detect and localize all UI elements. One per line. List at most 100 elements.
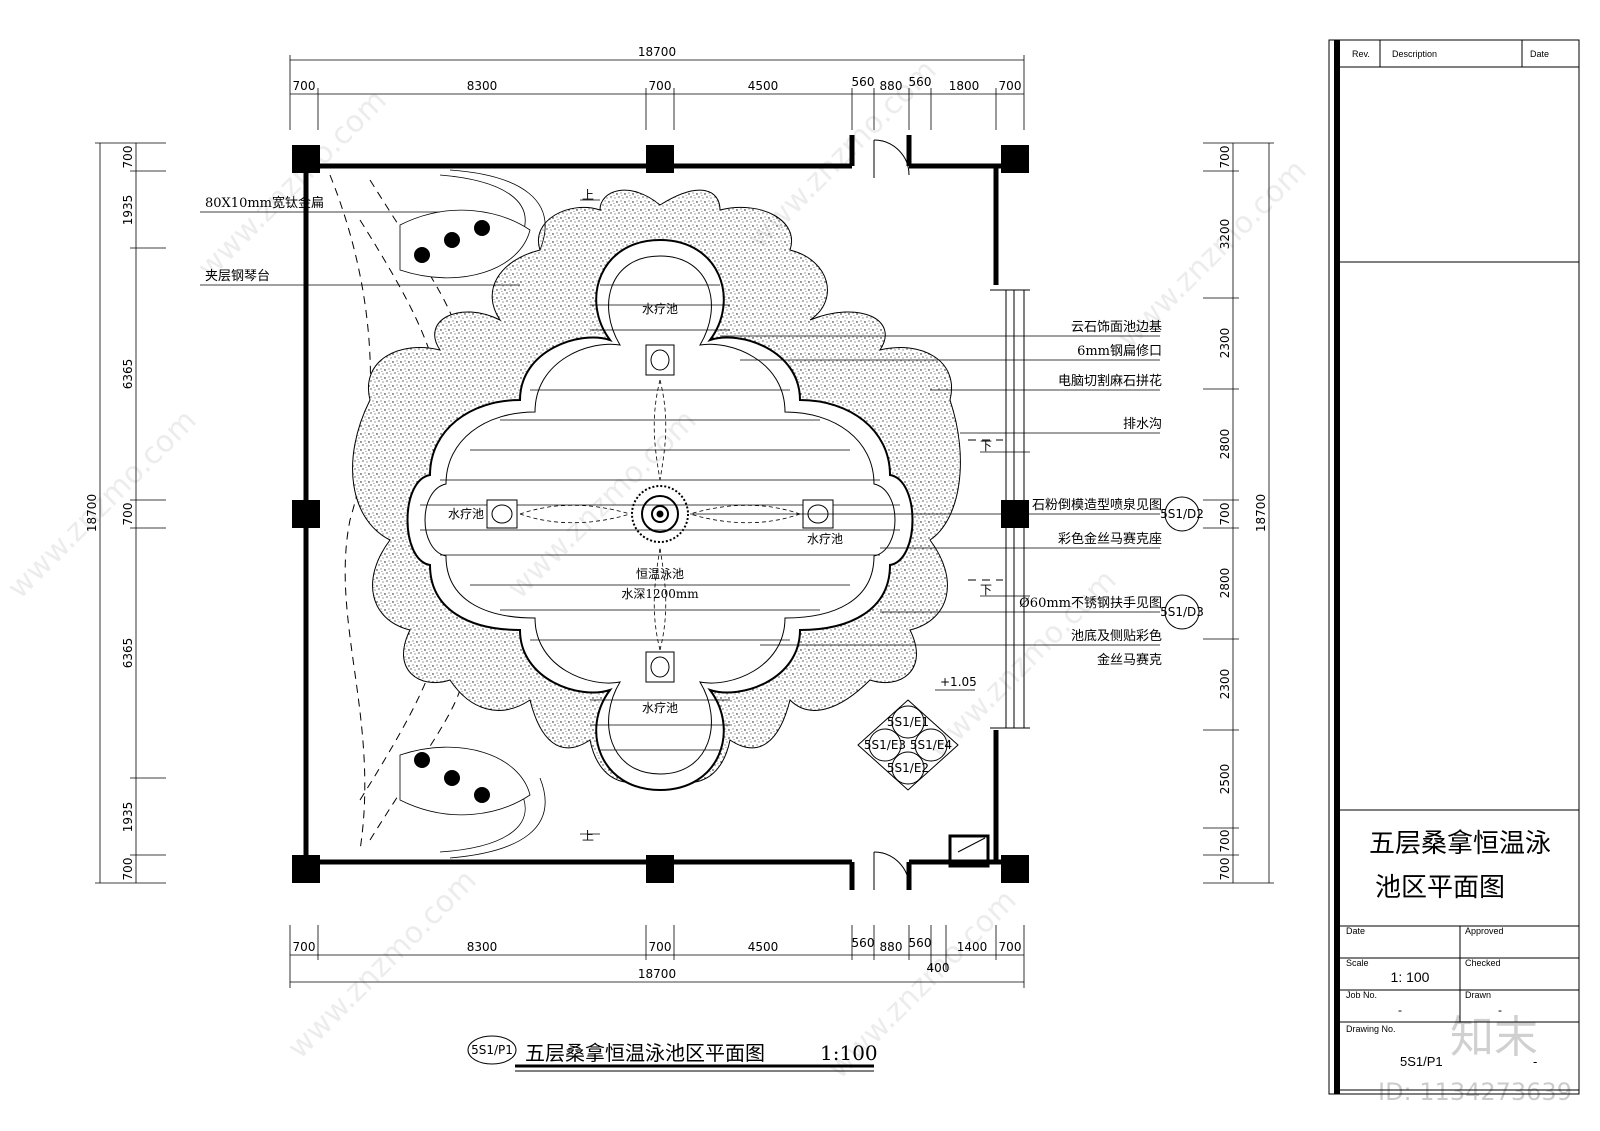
watermark-site-8: www.znzmo.com xyxy=(821,883,1024,1086)
dim-left-3: 6365 xyxy=(121,359,135,390)
tb-scale-label: Scale xyxy=(1346,958,1369,968)
tb-job-value: - xyxy=(1398,1003,1402,1017)
dim-bottom-5: 560 xyxy=(852,936,875,950)
dim-top-3: 700 xyxy=(649,79,672,93)
top-dimension-chain xyxy=(289,55,1025,130)
marker-level: +1.05 xyxy=(940,675,977,689)
water-spray-lines xyxy=(519,379,801,651)
dim-left-4: 700 xyxy=(121,503,135,526)
dim-bottom-2: 8300 xyxy=(467,940,498,954)
detail-mark-1: 5S1/E1 xyxy=(887,715,929,729)
tb-date-header: Date xyxy=(1530,49,1549,59)
dim-bottom-6: 880 xyxy=(880,940,903,954)
dim-top-1: 700 xyxy=(293,79,316,93)
tb-checked-label: Checked xyxy=(1465,958,1501,968)
drawing-ref: 5S1/P1 xyxy=(471,1043,513,1057)
dim-left-1: 700 xyxy=(121,146,135,169)
elevation-index-symbol xyxy=(857,699,959,791)
right-dimension-texts: 18700 700 3200 2300 2800 700 2800 2300 2… xyxy=(1218,146,1268,881)
dim-top-9: 700 xyxy=(999,79,1022,93)
markers: 上 上 下 下 +1.05 xyxy=(582,188,992,843)
tb-drawing-no-extra: - xyxy=(1533,1054,1537,1069)
detail-mark-2: 5S1/E2 xyxy=(887,761,929,775)
title-block-texts: Rev. Description Date 五层桑拿恒温泳 池区平面图 Date… xyxy=(1346,49,1551,1069)
annotation-fountain: 石粉倒模造型喷泉见图 xyxy=(1032,497,1162,513)
dim-top-5: 560 xyxy=(852,75,875,89)
drawing-title-block: 5S1/P1 五层桑拿恒温泳池区平面图 1:100 xyxy=(467,1035,878,1072)
title-block-frame xyxy=(1328,39,1580,1095)
pool-steps xyxy=(486,344,834,683)
dim-right-6: 2800 xyxy=(1218,568,1232,599)
tb-approved-label: Approved xyxy=(1465,926,1504,936)
marker-up-top: 上 xyxy=(582,188,594,202)
tb-drawing-no-label: Drawing No. xyxy=(1346,1024,1396,1034)
marker-up-bottom: 上 xyxy=(582,829,594,843)
dim-bottom-extra: 400 xyxy=(927,961,950,975)
right-annotation-texts: 云石饰面池边基 6mm钢扁修口 电脑切割麻石拼花 排水沟 石粉倒模造型喷泉见图 … xyxy=(1019,320,1162,668)
dim-left-overall: 18700 xyxy=(85,494,99,532)
annotation-mosaic-base: 彩色金丝马赛克座 xyxy=(1058,531,1162,547)
stair-top-left xyxy=(399,169,546,279)
left-dimension-texts: 18700 700 1935 6365 700 6365 1935 700 xyxy=(85,146,135,881)
pool-depth: 水深1200mm xyxy=(621,587,699,601)
annotation-drain-channel: 排水沟 xyxy=(1123,417,1162,432)
dim-right-2: 3200 xyxy=(1218,219,1232,250)
dim-right-overall: 18700 xyxy=(1254,494,1268,532)
room-spa-left: 水疗池 xyxy=(448,507,484,521)
dim-top-6: 880 xyxy=(880,79,903,93)
dim-bottom-3: 700 xyxy=(649,940,672,954)
top-dimension-texts: 700 8300 700 4500 560 880 560 1800 700 xyxy=(293,75,1022,93)
drawing-scale: 1:100 xyxy=(820,1041,878,1065)
elevation-index-labels: 5S1/E1 5S1/E2 5S1/E3 5S1/E4 xyxy=(864,715,952,775)
fountain-feature xyxy=(631,485,689,543)
annotation-mosaic: 金丝马赛克 xyxy=(1097,652,1162,668)
annotation-handrail: Ø60mm不锈钢扶手见图 xyxy=(1019,596,1162,611)
left-dimension-chain xyxy=(95,142,166,884)
watermark-brand: 知末 xyxy=(1450,1012,1538,1063)
dim-bottom-1: 700 xyxy=(293,940,316,954)
tb-project-title-1: 五层桑拿恒温泳 xyxy=(1369,829,1551,859)
door-top xyxy=(873,139,910,178)
dim-left-7: 700 xyxy=(121,858,135,881)
dim-left-2: 1935 xyxy=(121,195,135,226)
dim-right-9: 700 xyxy=(1218,830,1232,853)
dim-right-8: 2500 xyxy=(1218,764,1232,795)
tb-drawn-label: Drawn xyxy=(1465,990,1491,1000)
callout-handrail-detail: 5S1/D3 xyxy=(1160,605,1204,619)
dim-bottom-8: 1400 xyxy=(957,940,988,954)
watermark-id: ID: 1134273639 xyxy=(1378,1078,1572,1106)
drain-box xyxy=(948,834,990,868)
dim-bottom-4: 4500 xyxy=(748,940,779,954)
tb-desc-header: Description xyxy=(1392,49,1437,59)
right-dimension-chain xyxy=(1203,142,1274,884)
annotation-granite-pattern: 电脑切割麻石拼花 xyxy=(1058,373,1162,389)
tb-job-label: Job No. xyxy=(1346,990,1377,1000)
dim-right-3: 2300 xyxy=(1218,328,1232,359)
watermark-site-6: www.znzmo.com xyxy=(921,563,1124,766)
dim-top-4: 4500 xyxy=(748,79,779,93)
annotation-piano-platform: 夹层钢琴台 xyxy=(205,269,270,284)
dim-right-10: 700 xyxy=(1218,858,1232,881)
left-annotation-texts: 80X10mm宽钛金扁 夹层钢琴台 xyxy=(205,195,324,284)
annotation-titanium-flat-bar: 80X10mm宽钛金扁 xyxy=(205,195,324,211)
annotation-marble-edge: 云石饰面池边基 xyxy=(1071,320,1162,335)
tb-drawn-value: - xyxy=(1498,1003,1502,1017)
detail-mark-4: 5S1/E4 xyxy=(910,738,952,752)
dim-top-2: 8300 xyxy=(467,79,498,93)
dim-top-overall: 18700 xyxy=(638,45,676,59)
door-bottom xyxy=(873,851,910,890)
room-labels: 水疗池 水疗池 水疗池 水疗池 恒温泳池 水深1200mm xyxy=(448,302,843,715)
room-spa-right: 水疗池 xyxy=(807,532,843,546)
detail-callouts xyxy=(1164,496,1200,630)
drawing-title-text: 五层桑拿恒温泳池区平面图 xyxy=(525,1041,765,1065)
room-main-pool: 恒温泳池 xyxy=(636,567,684,581)
leader-lines xyxy=(200,199,1160,835)
watermark-site-3: www.znzmo.com xyxy=(1111,153,1314,356)
dim-bottom-overall: 18700 xyxy=(638,967,676,981)
marker-down-1: 下 xyxy=(980,439,992,453)
watermark-site-7: www.znzmo.com xyxy=(281,863,484,1066)
tb-drawing-no-value: 5S1/P1 xyxy=(1400,1054,1443,1069)
room-spa-bottom: 水疗池 xyxy=(642,701,678,715)
callout-fountain-detail: 5S1/D2 xyxy=(1160,507,1204,521)
